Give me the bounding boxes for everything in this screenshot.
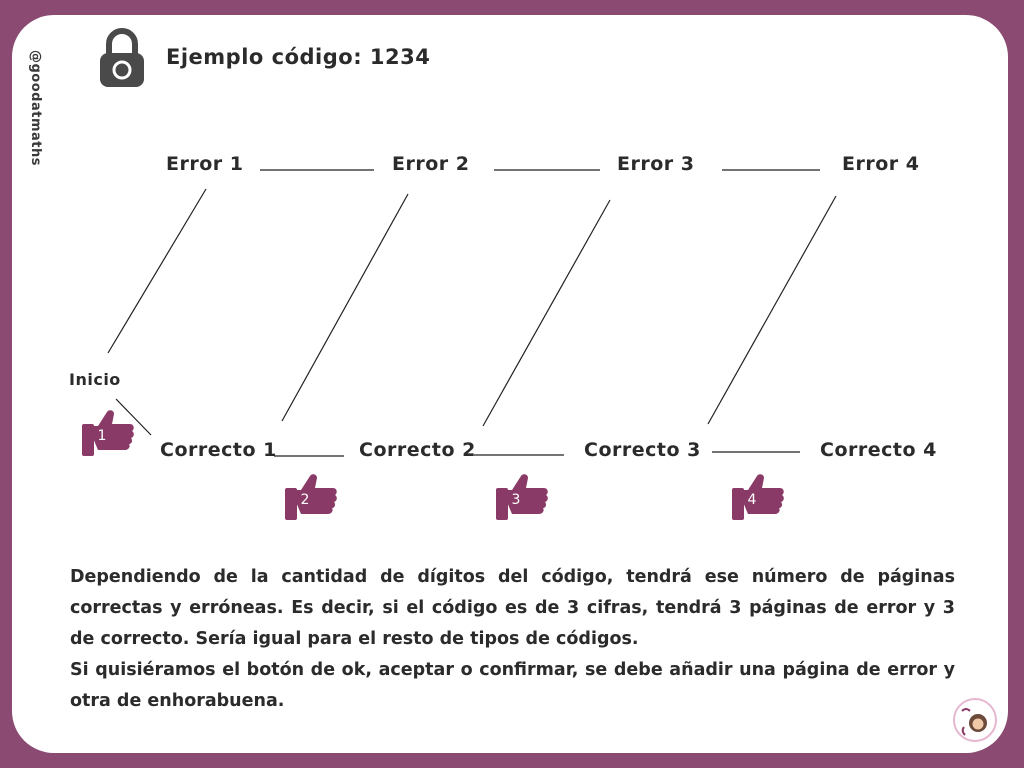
correct-node-2: Correcto 2 [359, 439, 476, 461]
thumb-number: 1 [97, 428, 107, 444]
correct-node-4: Correcto 4 [820, 439, 937, 461]
error-node-1: Error 1 [166, 153, 244, 175]
error-node-2: Error 2 [392, 153, 470, 175]
error-node-4: Error 4 [842, 153, 920, 175]
correct-node-1: Correcto 1 [160, 439, 277, 461]
flow-connectors [107, 169, 837, 457]
explanation-paragraph-1: Dependiendo de la cantidad de dígitos de… [70, 567, 955, 649]
page-title: Ejemplo código: 1234 [166, 45, 431, 69]
thumb-number: 3 [511, 492, 521, 508]
thumb-number: 2 [300, 492, 310, 508]
explanation-paragraph-2: Si quisiéramos el botón de ok, aceptar o… [70, 660, 955, 711]
lock-icon [100, 28, 144, 87]
error-node-3: Error 3 [617, 153, 695, 175]
thumbs-up-icon: 1 [82, 404, 138, 458]
thumbs-up-icon: 2 [285, 468, 341, 522]
thumbs-up-icon: 4 [732, 468, 788, 522]
worksheet-card: @goodatmaths Ejemplo código: 1234 Error … [12, 15, 1008, 753]
thumbs-up-icon: 3 [496, 468, 552, 522]
explanation-text: Dependiendo de la cantidad de dígitos de… [70, 562, 955, 717]
thumb-number: 4 [747, 492, 757, 508]
goodat-logo-icon [953, 698, 997, 742]
correct-node-3: Correcto 3 [584, 439, 701, 461]
start-label: Inicio [69, 370, 121, 389]
